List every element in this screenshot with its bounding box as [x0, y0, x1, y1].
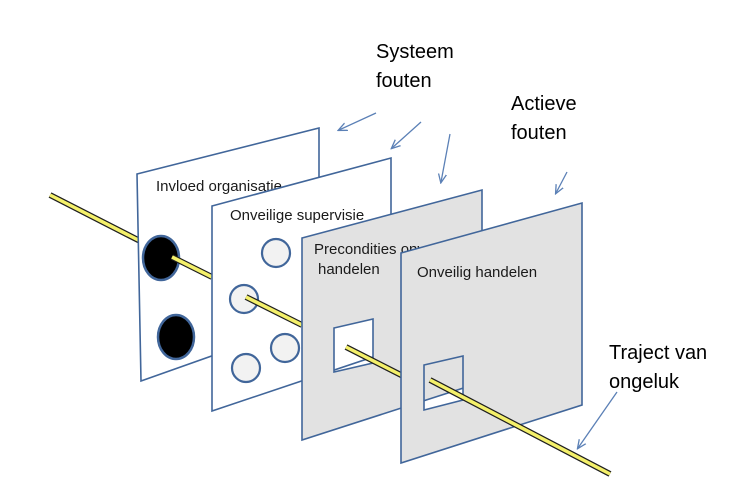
hole-ring-2	[228, 283, 260, 315]
trajectory-segment-2	[244, 294, 304, 328]
hole-ring-1	[260, 237, 292, 269]
arrow-traject	[578, 391, 618, 448]
callout-systeem-fouten: Systeem fouten	[376, 41, 459, 92]
trajectory-segment-1	[170, 254, 214, 280]
arrow-systeem-2	[392, 121, 422, 148]
hole-ring-4	[230, 352, 262, 384]
hole-black-bottom	[156, 313, 196, 361]
arrow-systeem-3	[441, 133, 451, 182]
plane-supervisie-label: Onveilige supervisie	[230, 207, 364, 224]
plane-handelen: Onveilig handelen	[400, 201, 583, 465]
trajectory-segment-entry	[48, 192, 144, 245]
callout-actieve-fouten: Actieve fouten	[511, 93, 582, 144]
hole-ring-3	[269, 332, 301, 364]
plane-handelen-label: Onveilig handelen	[417, 264, 537, 281]
arrow-actieve	[556, 171, 568, 193]
callout-traject-van-ongeluk: Traject van ongeluk	[609, 342, 713, 393]
arrow-systeem-1	[339, 112, 377, 130]
trajectory-segment-3	[344, 344, 405, 379]
trajectory-segment-exit	[428, 377, 612, 477]
plane-organisatie-label: Invloed organisatie	[156, 178, 282, 195]
